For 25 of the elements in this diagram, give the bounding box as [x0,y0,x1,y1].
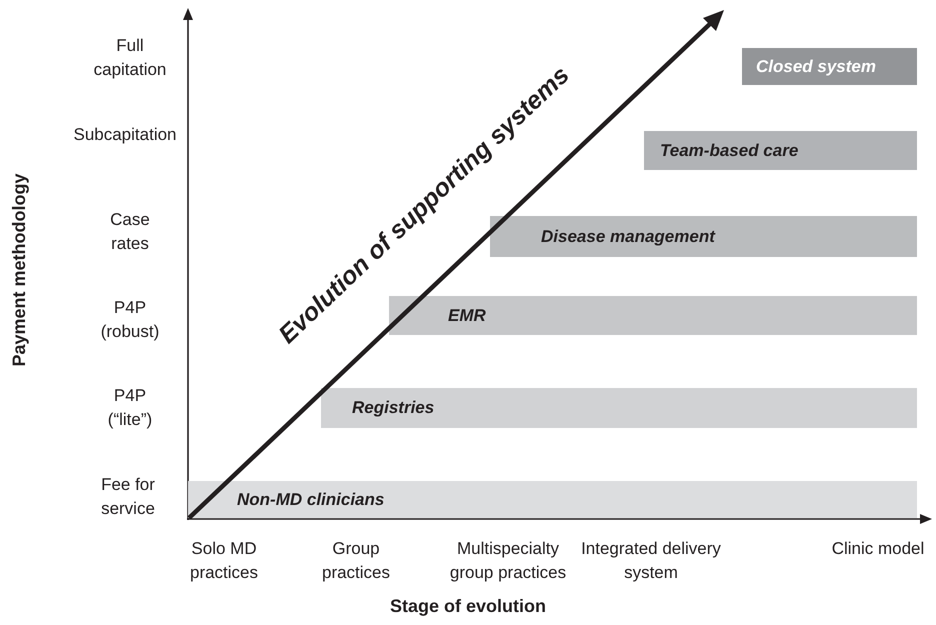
stage-bar [389,296,917,335]
axis-tick-label: Integrated delivery system [580,538,722,584]
axis-tick-label: Group practices [320,538,392,584]
bar-label: Registries [352,398,434,418]
bar-label: Closed system [756,56,876,76]
stage-bar [321,388,917,428]
axis-tick-label: Multispecialty group practices [448,538,568,584]
axis-tick-label: P4P (“lite”) [106,385,154,431]
bar-label: Non-MD clinicians [237,490,384,510]
axis-tick-label: Fee for service [100,474,156,520]
axis-title: Payment methodology [8,172,30,369]
axis-tick-label: Subcapitation [72,124,178,146]
axis-tick-label: Solo MD practices [188,538,260,584]
axis-tick-label: P4P (robust) [100,297,160,343]
axis-tick-label: Full capitation [92,35,168,81]
bar-label: Disease management [541,226,715,246]
bar-label: Team-based care [660,140,798,160]
axis-tick-label: Clinic model [830,538,926,560]
axis-title: Stage of evolution [388,595,547,618]
bar-label: EMR [448,306,486,326]
stage-bar [188,481,917,518]
stage-bar [644,131,917,170]
stage-bar [742,48,917,85]
axis-tick-label: Case rates [109,209,151,255]
stage-bar [490,216,917,257]
